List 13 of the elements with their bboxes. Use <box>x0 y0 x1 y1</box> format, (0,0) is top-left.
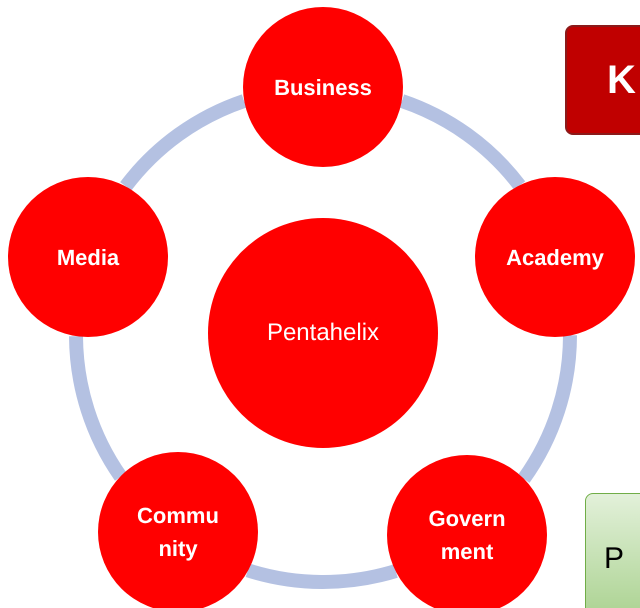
ring-arc <box>120 94 247 191</box>
node-label: Govern ment <box>427 505 507 566</box>
node-label: Academy <box>505 244 605 272</box>
node-label: Media <box>56 244 120 272</box>
ring-arc <box>399 94 525 190</box>
node-label: Business <box>273 74 373 102</box>
node-label: Pentahelix <box>266 318 380 348</box>
ring-arc <box>246 564 398 589</box>
ring-arc <box>518 334 577 483</box>
node-label: Commu nity <box>136 502 220 563</box>
box-label: P <box>604 540 624 576</box>
ring-arc <box>69 336 127 480</box>
box-label: K <box>607 60 636 100</box>
